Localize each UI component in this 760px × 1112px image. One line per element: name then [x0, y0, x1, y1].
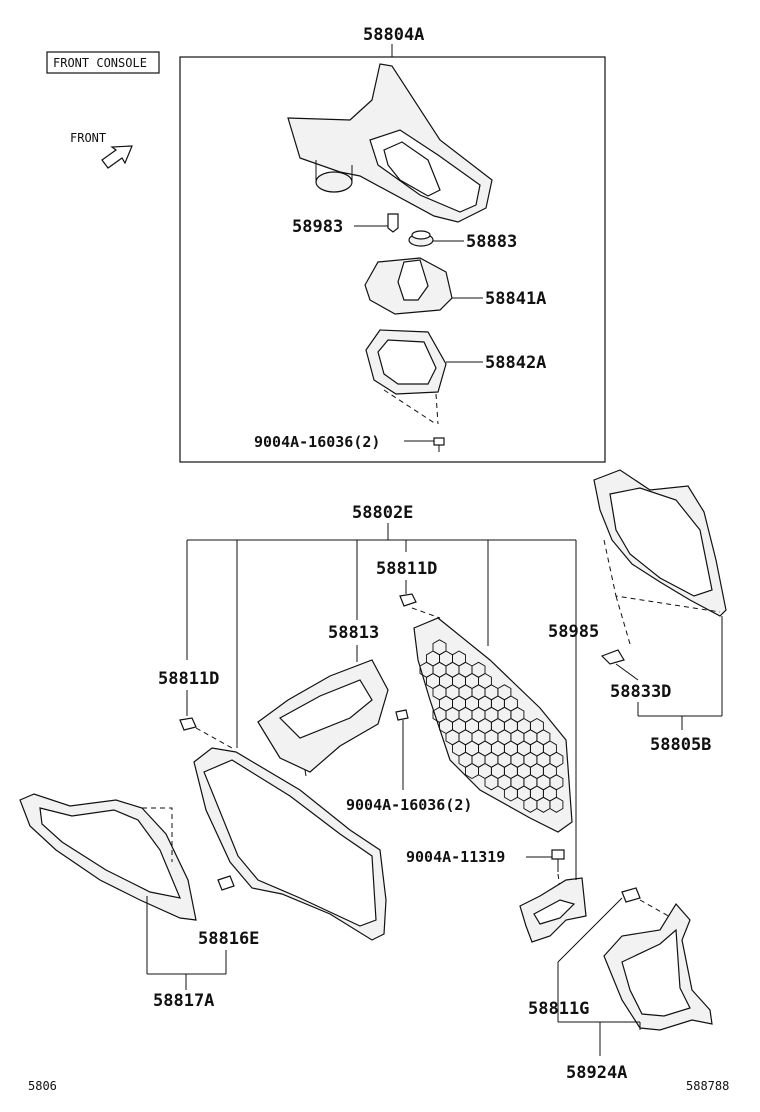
bracket-58802E — [186, 523, 577, 748]
label-9004A-16036-top: 9004A-16036(2) — [254, 433, 380, 451]
label-58985: 58985 — [548, 622, 599, 642]
label-58841A: 58841A — [485, 289, 546, 309]
label-58833D: 58833D — [610, 682, 671, 702]
label-58924A: 58924A — [566, 1063, 627, 1083]
clip-58811D-top — [399, 593, 417, 607]
label-58883: 58883 — [466, 232, 517, 252]
ring-58883 — [408, 230, 464, 247]
label-58816E: 58816E — [198, 929, 259, 949]
label-58811D-left: 58811D — [158, 669, 219, 689]
panel-58817A — [19, 793, 197, 921]
label-58813: 58813 — [328, 623, 379, 643]
section-tag-text: FRONT CONSOLE — [53, 56, 147, 70]
side-panel-58805B — [593, 469, 727, 617]
front-arrow: FRONT — [70, 131, 133, 169]
console-side-panel — [193, 747, 387, 941]
label-58802E: 58802E — [352, 503, 413, 523]
label-9004A-16036-mid: 9004A-16036(2) — [346, 796, 472, 814]
mesh-cover — [413, 617, 573, 833]
label-58817A: 58817A — [153, 991, 214, 1011]
bolt-9004A-11319 — [526, 849, 565, 872]
footer-right-code: 588788 — [686, 1079, 729, 1093]
clip-58983 — [354, 213, 399, 233]
label-58805B: 58805B — [650, 735, 711, 755]
screw-9004A-16036-top — [404, 437, 445, 452]
clip-58811D-left — [179, 717, 197, 731]
label-58811D-top: 58811D — [376, 559, 437, 579]
panel-58924A — [603, 902, 713, 1031]
label-9004A-11319: 9004A-11319 — [406, 848, 505, 866]
bracket-lower-center — [519, 877, 587, 943]
label-58804A: 58804A — [363, 25, 424, 45]
clip-58811G — [621, 887, 641, 903]
mesh-cell — [549, 796, 564, 813]
clip-58816E — [217, 875, 235, 891]
label-58842A: 58842A — [485, 353, 546, 373]
section-tag: FRONT CONSOLE — [46, 51, 160, 74]
frame-58842A — [365, 329, 483, 395]
label-58983: 58983 — [292, 217, 343, 237]
clip-58833D — [600, 649, 639, 681]
front-arrow-icon — [101, 145, 133, 169]
shift-panel-58804A — [287, 63, 493, 223]
label-58811G: 58811G — [528, 999, 589, 1019]
bracket-58813 — [257, 659, 389, 777]
screw-9004A-16036-mid — [395, 709, 409, 790]
boot-58841A — [364, 257, 483, 315]
front-arrow-label: FRONT — [70, 131, 106, 145]
footer-left-code: 5806 — [28, 1079, 57, 1093]
